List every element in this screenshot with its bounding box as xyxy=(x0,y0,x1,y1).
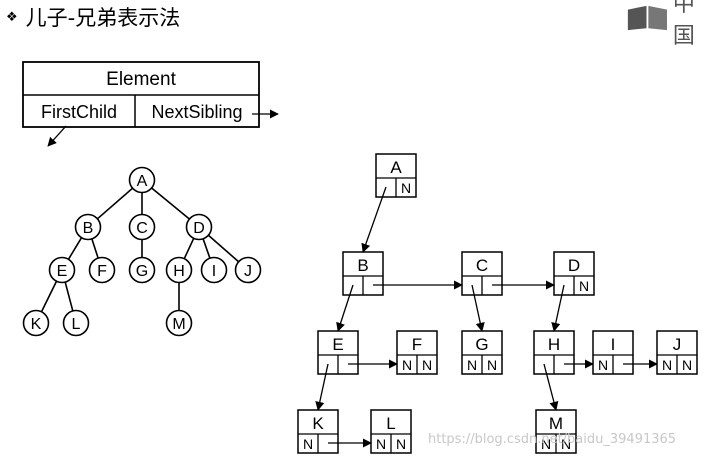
linked-node-label: L xyxy=(386,414,395,433)
tree-node-label: C xyxy=(136,220,148,237)
child-pointer-b-e xyxy=(336,284,354,332)
tree-edge-e-k xyxy=(40,280,58,313)
next-sibling-null: N xyxy=(396,436,406,452)
linked-node-label: F xyxy=(412,335,422,354)
tree-node-label: I xyxy=(212,263,216,280)
slide-title: 儿子-兄弟表示法 xyxy=(25,6,181,30)
tree-node-i xyxy=(200,256,228,284)
tree-node-b xyxy=(74,213,102,241)
first-child-null: N xyxy=(541,436,551,452)
next-sibling-null: N xyxy=(401,180,411,196)
book-icon xyxy=(627,5,667,31)
logo: 中国 xyxy=(626,0,706,49)
first-child-null: N xyxy=(376,436,386,452)
linked-node-label: B xyxy=(357,256,368,275)
tree-node-label: A xyxy=(137,173,148,190)
slide-title-bar: ❖ 儿子-兄弟表示法 xyxy=(6,2,180,32)
child-pointer-c-g xyxy=(471,284,485,332)
tree-edge-a-b xyxy=(96,187,134,220)
linked-node-label: M xyxy=(549,414,563,433)
child-pointer-a-b xyxy=(361,186,387,253)
tree-node-h xyxy=(165,256,193,284)
tree-node-f xyxy=(88,256,116,284)
tree-node-label: D xyxy=(193,220,205,237)
bullet-icon: ❖ xyxy=(6,9,18,25)
tree-node-label: K xyxy=(31,316,42,333)
element-label: Element xyxy=(106,69,176,90)
first-child-null: N xyxy=(402,357,412,373)
tree-node-e xyxy=(48,256,76,284)
logo-text: 中国 xyxy=(672,0,695,49)
linked-node-label: A xyxy=(390,158,402,177)
tree-edge-a-d xyxy=(151,187,190,220)
tree-edge-b-e xyxy=(67,237,83,260)
linked-node-label: H xyxy=(548,335,560,354)
linked-node-label: E xyxy=(332,335,343,354)
tree-node-label: L xyxy=(72,316,81,333)
tree-node-label: M xyxy=(172,316,185,333)
tree-node-g xyxy=(128,256,156,284)
first-child-arrow xyxy=(47,125,67,147)
child-pointer-h-m xyxy=(543,363,559,411)
tree-node-a xyxy=(128,166,156,194)
linked-node-a xyxy=(375,153,417,198)
linked-node-label: I xyxy=(611,335,616,354)
tree-node-j xyxy=(234,256,262,284)
node-structure: Element FirstChild NextSibling xyxy=(22,61,279,147)
tree-node-label: G xyxy=(136,263,148,280)
linked-node-label: G xyxy=(475,335,488,354)
next-sibling-null: N xyxy=(561,436,571,452)
tree-edge-d-j xyxy=(207,234,240,263)
tree-node-k xyxy=(22,309,50,337)
tree-node-m xyxy=(165,309,193,337)
linked-node-label: D xyxy=(568,256,580,275)
general-tree: A B C D E F G H I J K L M xyxy=(22,166,262,337)
tree-edge-d-h xyxy=(183,237,195,260)
next-sibling-null: N xyxy=(579,278,589,294)
first-child-null: N xyxy=(303,436,313,452)
first-child-null: N xyxy=(662,357,672,373)
linked-node-label: J xyxy=(673,335,682,354)
tree-edge-d-i xyxy=(202,238,211,259)
tree-node-d xyxy=(185,213,213,241)
first-child-null: N xyxy=(467,357,477,373)
first-child-label: FirstChild xyxy=(41,102,117,122)
linked-node-label: C xyxy=(476,256,488,275)
next-sibling-label: NextSibling xyxy=(151,102,242,122)
first-child-null: N xyxy=(598,357,608,373)
child-pointer-e-k xyxy=(315,363,329,411)
next-sibling-null: N xyxy=(422,357,432,373)
tree-node-label: H xyxy=(173,263,185,280)
next-sibling-null: N xyxy=(682,357,692,373)
tree-edge-e-l xyxy=(64,281,74,312)
tree-edge-b-f xyxy=(91,238,99,259)
tree-node-l xyxy=(62,309,90,337)
tree-node-label: J xyxy=(244,263,252,280)
tree-node-label: F xyxy=(97,263,107,280)
tree-node-label: B xyxy=(83,220,94,237)
tree-node-label: E xyxy=(57,263,68,280)
child-pointer-d-h xyxy=(551,284,565,332)
linked-node-label: K xyxy=(312,414,324,433)
tree-node-c xyxy=(128,213,156,241)
next-sibling-null: N xyxy=(487,357,497,373)
watermark: https://blog.csdn.net/baidu_39491365 xyxy=(428,432,677,447)
